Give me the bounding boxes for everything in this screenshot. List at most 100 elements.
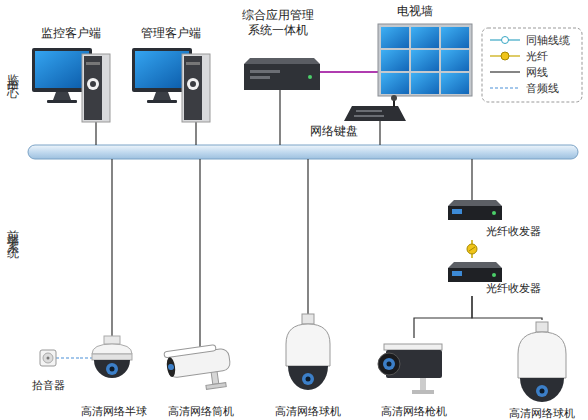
dome-camera-icon <box>94 360 130 378</box>
monitor-icon <box>135 51 189 88</box>
bullet-camera-icon <box>206 383 226 390</box>
legend-sample <box>490 37 520 89</box>
ptz-camera-icon <box>536 385 548 397</box>
video-wall-icon <box>378 24 472 96</box>
cable-line <box>66 357 80 358</box>
cable-line <box>324 71 372 73</box>
ptz-camera-icon <box>286 314 330 390</box>
network-wire <box>95 122 96 145</box>
box-camera-icon <box>387 362 392 367</box>
network-wire <box>199 159 200 348</box>
ptz-camera-icon <box>302 373 314 385</box>
legend-sample <box>501 52 509 60</box>
server-device-icon <box>250 70 280 73</box>
device-node: 高清网络半球 <box>80 334 148 418</box>
cable-line <box>472 296 542 320</box>
pc-tower-icon <box>90 81 96 87</box>
section-label: 前端子系统 <box>4 220 21 240</box>
device-label: 管理客户端 <box>130 26 212 41</box>
ptz-camera-icon <box>520 378 564 402</box>
dome-camera-icon <box>92 344 132 354</box>
device-label: 光纤收发器 <box>486 224 544 239</box>
network-wire <box>279 90 280 145</box>
pc-tower-icon <box>87 78 99 90</box>
microphone-icon <box>40 350 56 366</box>
cable-line <box>471 240 473 258</box>
pc-tower-icon <box>82 54 110 122</box>
network-wire <box>111 159 112 336</box>
device-label: 综合应用管理 系统一体机 <box>232 8 324 38</box>
transceiver-icon <box>448 200 502 220</box>
video-wall-icon <box>411 27 439 48</box>
device-node: 高清网络球机 <box>270 312 346 418</box>
network-wire <box>96 90 472 348</box>
monitor-icon <box>47 100 77 103</box>
dome-camera-icon <box>110 367 115 372</box>
video-wall-icon <box>441 73 469 94</box>
device-label: 高清网络半球 <box>80 404 148 419</box>
video-wall-icon <box>381 27 409 48</box>
box-camera-icon <box>412 390 434 394</box>
pc-tower-icon <box>187 78 199 90</box>
device-node: 拾音器 <box>30 346 66 392</box>
cable-connector <box>414 296 472 338</box>
device-label: 高清网络筒机 <box>162 404 240 419</box>
wire-stub <box>320 71 324 73</box>
pc-tower-icon <box>184 56 202 120</box>
video-wall-icon <box>381 50 409 71</box>
microphone-icon <box>40 350 56 366</box>
box-camera-icon <box>384 344 442 350</box>
network-wire <box>379 121 380 145</box>
bullet-camera-icon <box>168 364 175 371</box>
pc-tower-icon <box>186 62 200 65</box>
legend-frame <box>482 28 582 102</box>
device-node: 高清网络枪机 <box>374 338 454 418</box>
section-label: 监控中心 <box>4 64 21 80</box>
cable-connector <box>66 358 80 359</box>
device-node: 电视墙 <box>372 2 476 98</box>
video-wall-icon <box>441 50 469 71</box>
legend-text: 音频线 <box>526 82 559 95</box>
transceiver-icon <box>448 206 502 220</box>
ptz-camera-icon <box>306 377 311 382</box>
wire-stub <box>80 357 92 358</box>
device-label: 光纤收发器 <box>486 281 544 296</box>
ptz-camera-icon <box>286 324 330 366</box>
video-wall-icon <box>411 73 439 94</box>
transceiver-icon <box>448 200 502 206</box>
network-bus <box>28 145 578 159</box>
server-device-icon <box>244 58 320 64</box>
server-device-icon <box>308 75 312 79</box>
video-wall-icon <box>411 50 439 71</box>
video-wall-icon <box>381 73 409 94</box>
box-camera-icon <box>378 344 442 394</box>
cable-connector <box>472 296 542 320</box>
box-camera-icon <box>378 353 400 375</box>
keyboard-icon <box>354 115 384 117</box>
network-wire <box>195 122 196 145</box>
device-node: 光纤收发器 <box>444 196 544 240</box>
bullet-camera-icon <box>164 343 233 394</box>
network-wire <box>307 159 308 314</box>
cable-line <box>414 296 472 338</box>
keyboard-icon <box>344 106 406 121</box>
device-label: 高清网络枪机 <box>374 404 454 419</box>
monitor-icon <box>53 92 71 100</box>
cable-connector <box>467 240 477 258</box>
device-label: 监控客户端 <box>28 26 114 41</box>
box-camera-icon <box>383 358 395 370</box>
legend-sample <box>502 37 509 44</box>
legend-text: 同轴线缆 <box>526 34 570 47</box>
wire-stub <box>56 357 66 358</box>
keyboard-icon <box>391 95 397 101</box>
video-wall-icon <box>441 27 469 48</box>
transceiver-icon <box>448 262 502 268</box>
legend-frame <box>482 28 582 102</box>
legend-sample <box>490 71 520 72</box>
device-label: 电视墙 <box>372 4 458 19</box>
device-node: 网络键盘 <box>310 100 410 140</box>
box-camera-icon <box>420 378 426 390</box>
